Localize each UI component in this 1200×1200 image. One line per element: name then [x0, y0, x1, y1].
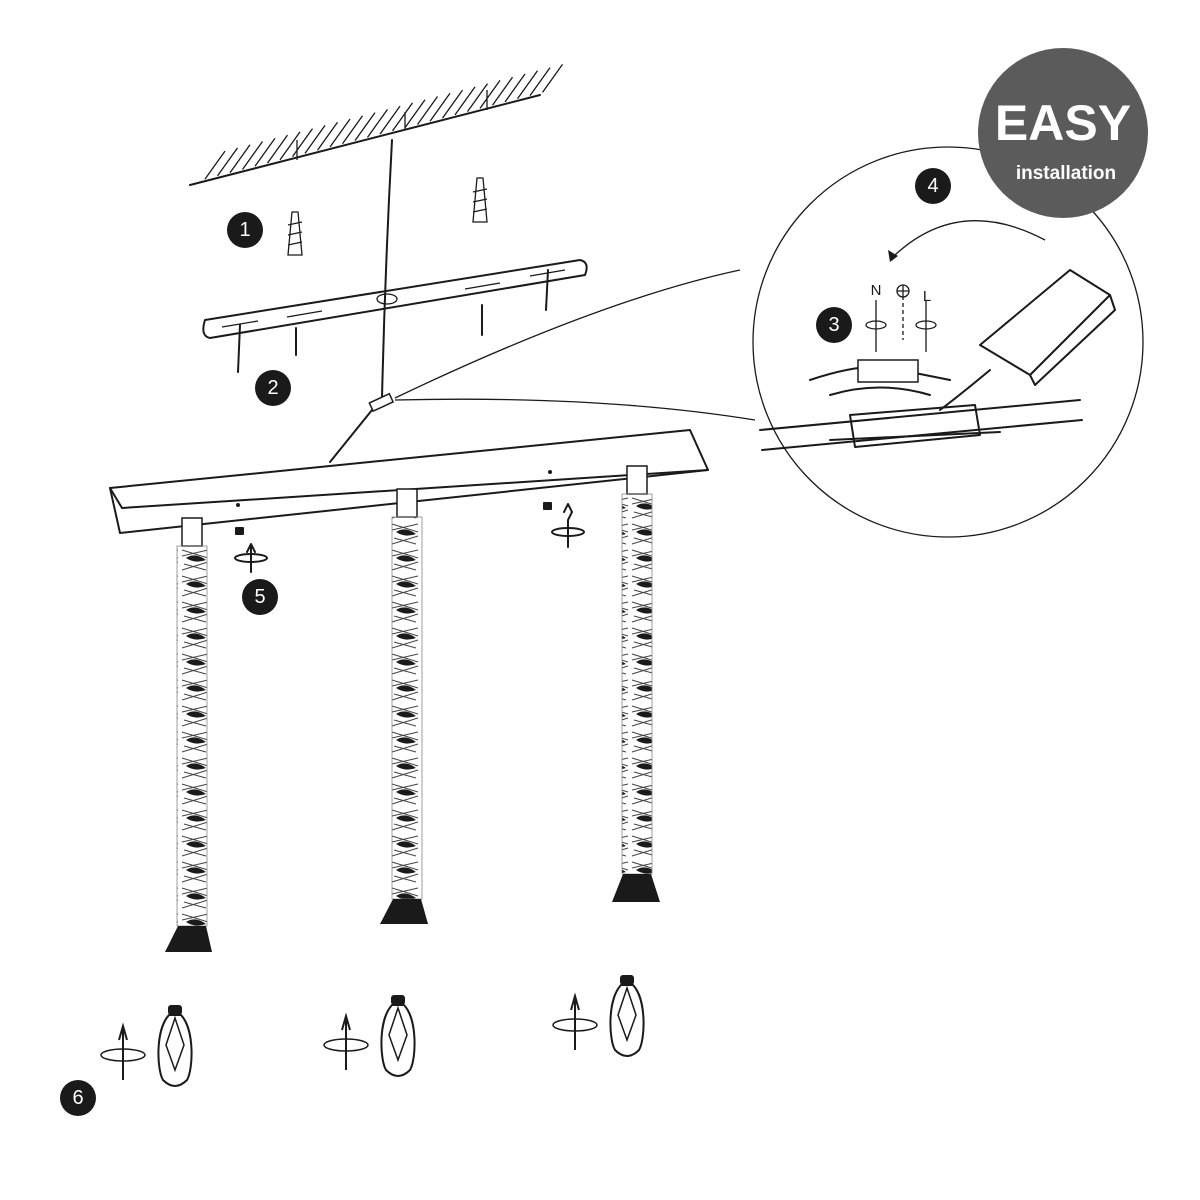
bulb-middle [323, 995, 416, 1077]
badge-subtitle: installation [1016, 163, 1116, 184]
badge-title: EASY [995, 95, 1131, 151]
wall-anchor-left [287, 211, 303, 256]
step-number: 2 [267, 377, 278, 399]
neutral-label: N [871, 282, 882, 299]
ceiling [189, 63, 564, 186]
mounting-bracket [202, 259, 588, 373]
live-label: L [923, 288, 931, 305]
rope-pendant-middle [380, 488, 428, 924]
rope-pendant-left [165, 517, 212, 952]
step-number: 4 [927, 175, 938, 197]
step-number: 1 [239, 219, 250, 241]
rope-pendant-right [612, 465, 660, 902]
step-marker-1: 1 [227, 212, 263, 248]
power-cable [329, 139, 756, 463]
step-marker-2: 2 [255, 370, 291, 406]
step-number: 3 [828, 314, 839, 336]
step-number: 6 [72, 1087, 83, 1109]
wall-anchor-right [472, 177, 488, 223]
step-marker-6: 6 [60, 1080, 96, 1116]
tighten-screw-icon [234, 502, 585, 573]
wiring-detail-callout: N L [752, 146, 1144, 538]
step-marker-4: 4 [915, 168, 951, 204]
step-number: 5 [254, 586, 265, 608]
step-marker-3: 3 [816, 307, 852, 343]
bulb-left [100, 1005, 193, 1087]
step-marker-5: 5 [242, 579, 278, 615]
ceiling-canopy [109, 429, 709, 534]
easy-installation-badge: EASY installation [978, 48, 1148, 218]
bulb-right [552, 975, 645, 1057]
